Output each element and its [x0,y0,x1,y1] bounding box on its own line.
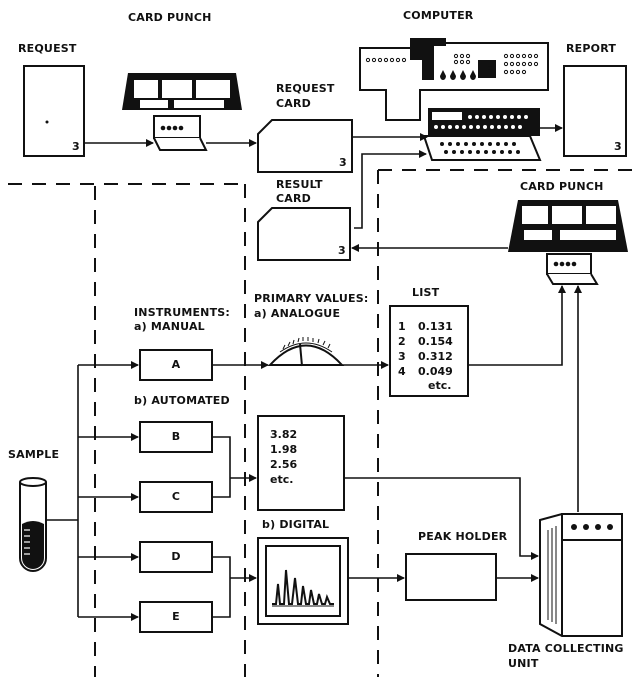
computer-machine [359,38,549,161]
dashed-boundaries [8,169,633,677]
request-sheet-number: 3 [72,140,80,153]
data-collecting-unit-machine [539,513,623,637]
request-sheet [23,65,85,157]
list-entry-1-value: 0.131 [418,320,453,333]
result-card-shape [257,207,351,261]
computer-label: COMPUTER [403,9,474,22]
report-sheet-number: 3 [614,140,622,153]
printed-value-2: 1.98 [270,443,298,456]
list-entry-3-index: 3 [398,350,406,363]
instrument-b-label: B [171,430,181,443]
request-card-shape [257,119,353,173]
list-box [389,305,469,397]
automated-label: b) AUTOMATED [134,394,230,407]
request-card-number: 3 [339,156,347,169]
analogue-meter [267,337,345,367]
list-entry-4-value: 0.049 [418,365,453,378]
report-label: REPORT [566,42,617,55]
primary-values-label: PRIMARY VALUES: [254,292,369,305]
request-card-label-line1: REQUEST [276,82,335,95]
instrument-a-label: A [171,358,181,371]
card-punch-top-machine [122,73,242,151]
digital-label: b) DIGITAL [262,518,330,531]
printed-value-more: etc. [270,473,294,486]
list-more: etc. [428,379,452,392]
data-collecting-unit-label-line2: UNIT [508,657,539,670]
data-collecting-unit-label-line1: DATA COLLECTING [508,642,624,655]
instrument-d-label: D [171,550,181,563]
list-entry-3-value: 0.312 [418,350,453,363]
sample-tube [19,477,47,572]
card-punch-top-label: CARD PUNCH [128,11,212,24]
list-entry-2-index: 2 [398,335,406,348]
list-entry-2-value: 0.154 [418,335,453,348]
peak-holder-label: PEAK HOLDER [418,530,508,543]
list-entry-1-index: 1 [398,320,406,333]
instrument-boxes [139,349,213,633]
card-punch-right-label: CARD PUNCH [520,180,604,193]
printed-value-1: 3.82 [270,428,298,441]
connection-lines [46,124,582,621]
printed-values-box [257,415,345,511]
instrument-c-label: C [171,490,181,503]
request-card-label-line2: CARD [276,97,311,110]
printed-value-3: 2.56 [270,458,298,471]
request-label: REQUEST [18,42,77,55]
analogue-label: a) ANALOGUE [254,307,341,320]
peak-holder-box [405,553,497,601]
result-card-label-line2: CARD [276,192,311,205]
result-card-number: 3 [338,244,346,257]
list-entry-4-index: 4 [398,365,406,378]
sample-label: SAMPLE [8,448,60,461]
result-card-label-line1: RESULT [276,178,323,191]
list-label: LIST [412,286,440,299]
card-punch-right-machine [508,200,628,285]
instrument-e-label: E [172,610,180,623]
report-sheet [563,65,627,157]
digital-display [257,537,349,625]
manual-label: a) MANUAL [134,320,205,333]
instruments-label: INSTRUMENTS: [134,306,231,319]
